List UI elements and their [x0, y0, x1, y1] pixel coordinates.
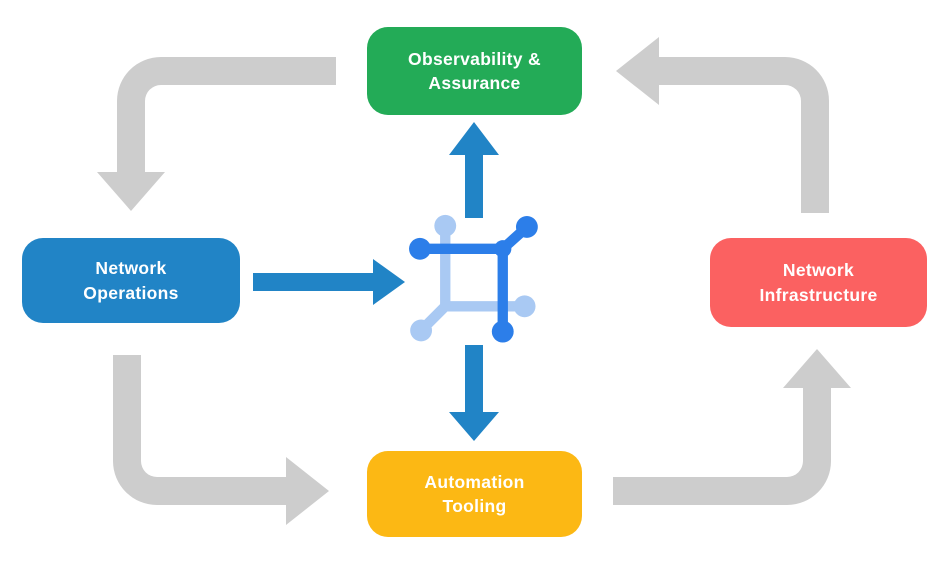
flow-arrow-operations-to-center	[253, 259, 405, 305]
flow-arrow-center-to-observability	[449, 122, 499, 218]
node-network-operations: Network Operations	[22, 238, 240, 323]
node-label-line: Automation	[424, 471, 525, 492]
cycle-arrow-operations-to-automation	[113, 355, 329, 525]
node-label-line: Assurance	[428, 73, 521, 93]
node-observability-assurance: Observability & Assurance	[367, 27, 582, 115]
node-label-line: Network	[782, 260, 855, 281]
network-fabric-icon-dark-nodes	[409, 216, 538, 343]
node-label-line: Infrastructure	[759, 284, 878, 305]
cycle-arrow-observability-to-operations	[97, 57, 336, 211]
network-fabric-icon-light-nodes	[410, 214, 536, 342]
cycle-arrow-infrastructure-to-observability	[616, 37, 829, 213]
node-label-line: Tooling	[442, 496, 507, 516]
node-label-line: Network	[95, 258, 167, 279]
cycle-arrow-automation-to-infrastructure	[613, 349, 851, 505]
network-fabric-icon	[409, 214, 538, 343]
node-network-infrastructure: Network Infrastructure	[710, 238, 927, 327]
node-automation-tooling: Automation Tooling	[367, 451, 582, 537]
flow-arrow-center-to-automation	[449, 345, 499, 441]
node-label-line: Operations	[83, 282, 179, 303]
node-label-line: Observability &	[408, 48, 541, 69]
